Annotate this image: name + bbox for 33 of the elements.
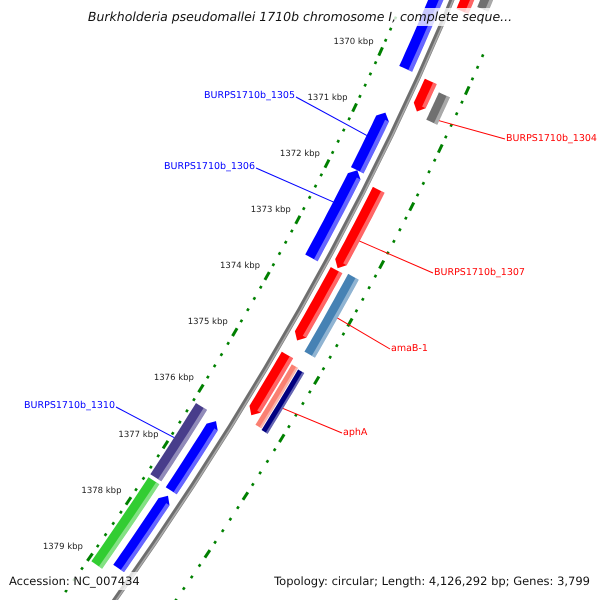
gene-label: amaB-1 bbox=[391, 343, 428, 355]
tick-label: 1376 kbp bbox=[154, 373, 194, 384]
gene-bar bbox=[335, 186, 384, 268]
tick-label: 1375 kbp bbox=[188, 317, 228, 328]
leader-line bbox=[116, 406, 175, 438]
tick-label: 1371 kbp bbox=[308, 92, 348, 103]
gene-bar bbox=[426, 92, 450, 125]
gene-label: aphA bbox=[343, 427, 368, 439]
gene-bar bbox=[262, 370, 304, 434]
leader-line bbox=[256, 168, 334, 202]
footer-text: Accession: NC_007434 bbox=[7, 572, 142, 590]
gene-label: BURPS1710b_1304 bbox=[506, 133, 597, 145]
leader-line bbox=[337, 318, 390, 350]
gene-label: BURPS1710b_1310 bbox=[24, 400, 115, 412]
leader-line bbox=[359, 240, 434, 274]
gene-label: BURPS1710b_1307 bbox=[434, 267, 525, 279]
tick-label: 1373 kbp bbox=[250, 204, 291, 215]
tick-label: 1372 kbp bbox=[280, 148, 320, 159]
tick-label: 1374 kbp bbox=[220, 260, 260, 271]
gene-bar bbox=[414, 78, 437, 112]
gene-bar bbox=[304, 274, 359, 358]
gene-label: BURPS1710b_1306 bbox=[164, 161, 255, 173]
leader-line bbox=[296, 96, 368, 136]
tick-label: 1379 kbp bbox=[42, 542, 83, 552]
tick-label: 1378 kbp bbox=[81, 486, 122, 496]
gene-bar bbox=[113, 496, 170, 572]
gene-bar bbox=[166, 421, 218, 494]
leader-line bbox=[438, 120, 506, 140]
leader-line bbox=[282, 408, 342, 434]
tick-label: 1377 kbp bbox=[118, 430, 158, 440]
gene-label: BURPS1710b_1305 bbox=[204, 90, 295, 102]
gene-bar bbox=[351, 112, 389, 174]
tick-label: 1370 kbp bbox=[334, 36, 374, 46]
